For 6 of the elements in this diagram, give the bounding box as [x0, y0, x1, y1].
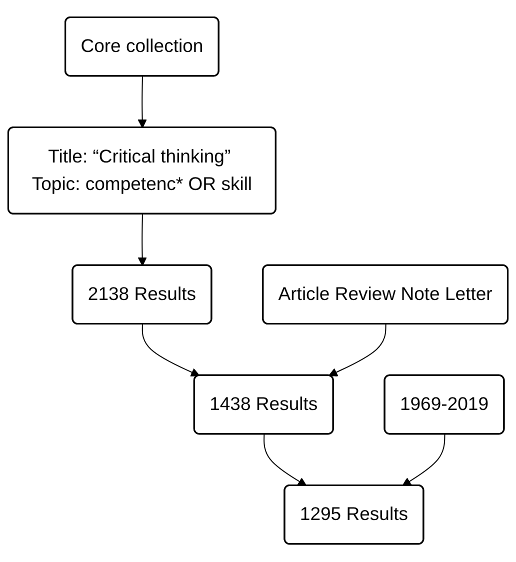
arrow: [328, 324, 386, 377]
arrow: [138, 214, 147, 266]
arrow: [142, 324, 200, 377]
arrow: [138, 76, 147, 129]
arrow: [264, 434, 307, 487]
arrow: [402, 434, 446, 487]
